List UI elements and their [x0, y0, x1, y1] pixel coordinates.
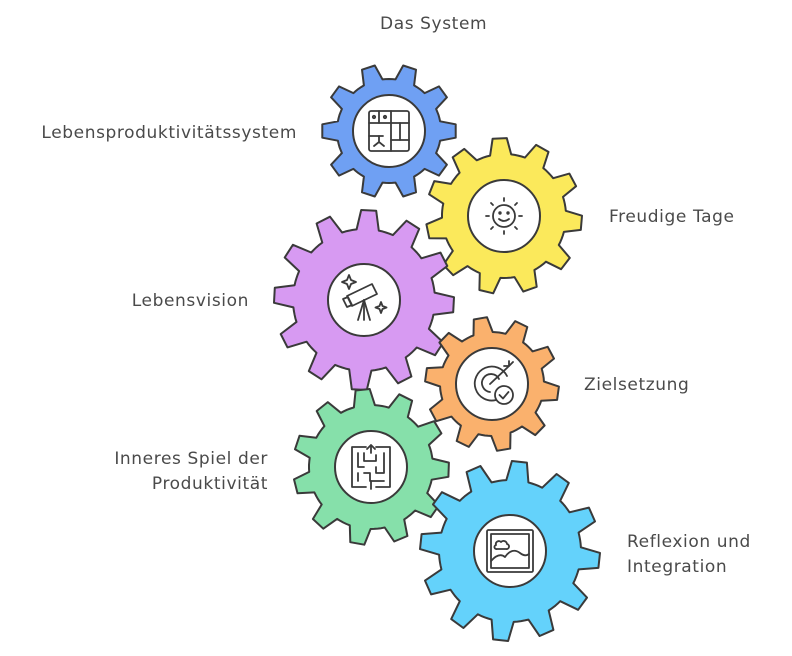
gear-spiel	[293, 388, 450, 546]
label-lebensvision: Lebensvision	[131, 291, 249, 311]
target-arrow-icon	[473, 360, 514, 405]
gear-spiel-hub	[334, 430, 408, 504]
label-zielsetzung: Zielsetzung	[584, 375, 690, 395]
diagram-title: Das System	[380, 14, 488, 34]
gear-system	[321, 64, 457, 198]
gear-freude	[425, 137, 583, 295]
floor-plan-icon	[368, 110, 410, 152]
gear-freude-hub	[467, 179, 541, 253]
gear-ziel	[424, 316, 560, 452]
label-inneres-spiel: Inneres Spiel der Produktivität	[114, 447, 268, 497]
landscape-picture-icon	[486, 529, 534, 573]
label-inneres-spiel-line-1: Inneres Spiel der	[114, 449, 268, 469]
gear-vision	[273, 209, 455, 391]
label-inneres-spiel-line-2: Produktivität	[151, 474, 268, 494]
gear-reflexion	[419, 460, 601, 642]
label-reflexion-und-integration: Reflexion und Integration	[627, 530, 751, 580]
label-lebensproduktivitaetssystem: Lebensproduktivitätssystem	[41, 123, 297, 143]
maze-icon	[351, 444, 391, 490]
telescope-icon	[341, 274, 388, 321]
label-reflexion-line-1: Reflexion und	[627, 532, 751, 552]
smiling-sun-icon	[485, 197, 523, 235]
gear-ziel-hub	[455, 347, 529, 421]
label-freudige-tage: Freudige Tage	[609, 207, 735, 227]
label-reflexion-line-2: Integration	[627, 557, 728, 577]
gear-system-hub	[352, 94, 426, 168]
